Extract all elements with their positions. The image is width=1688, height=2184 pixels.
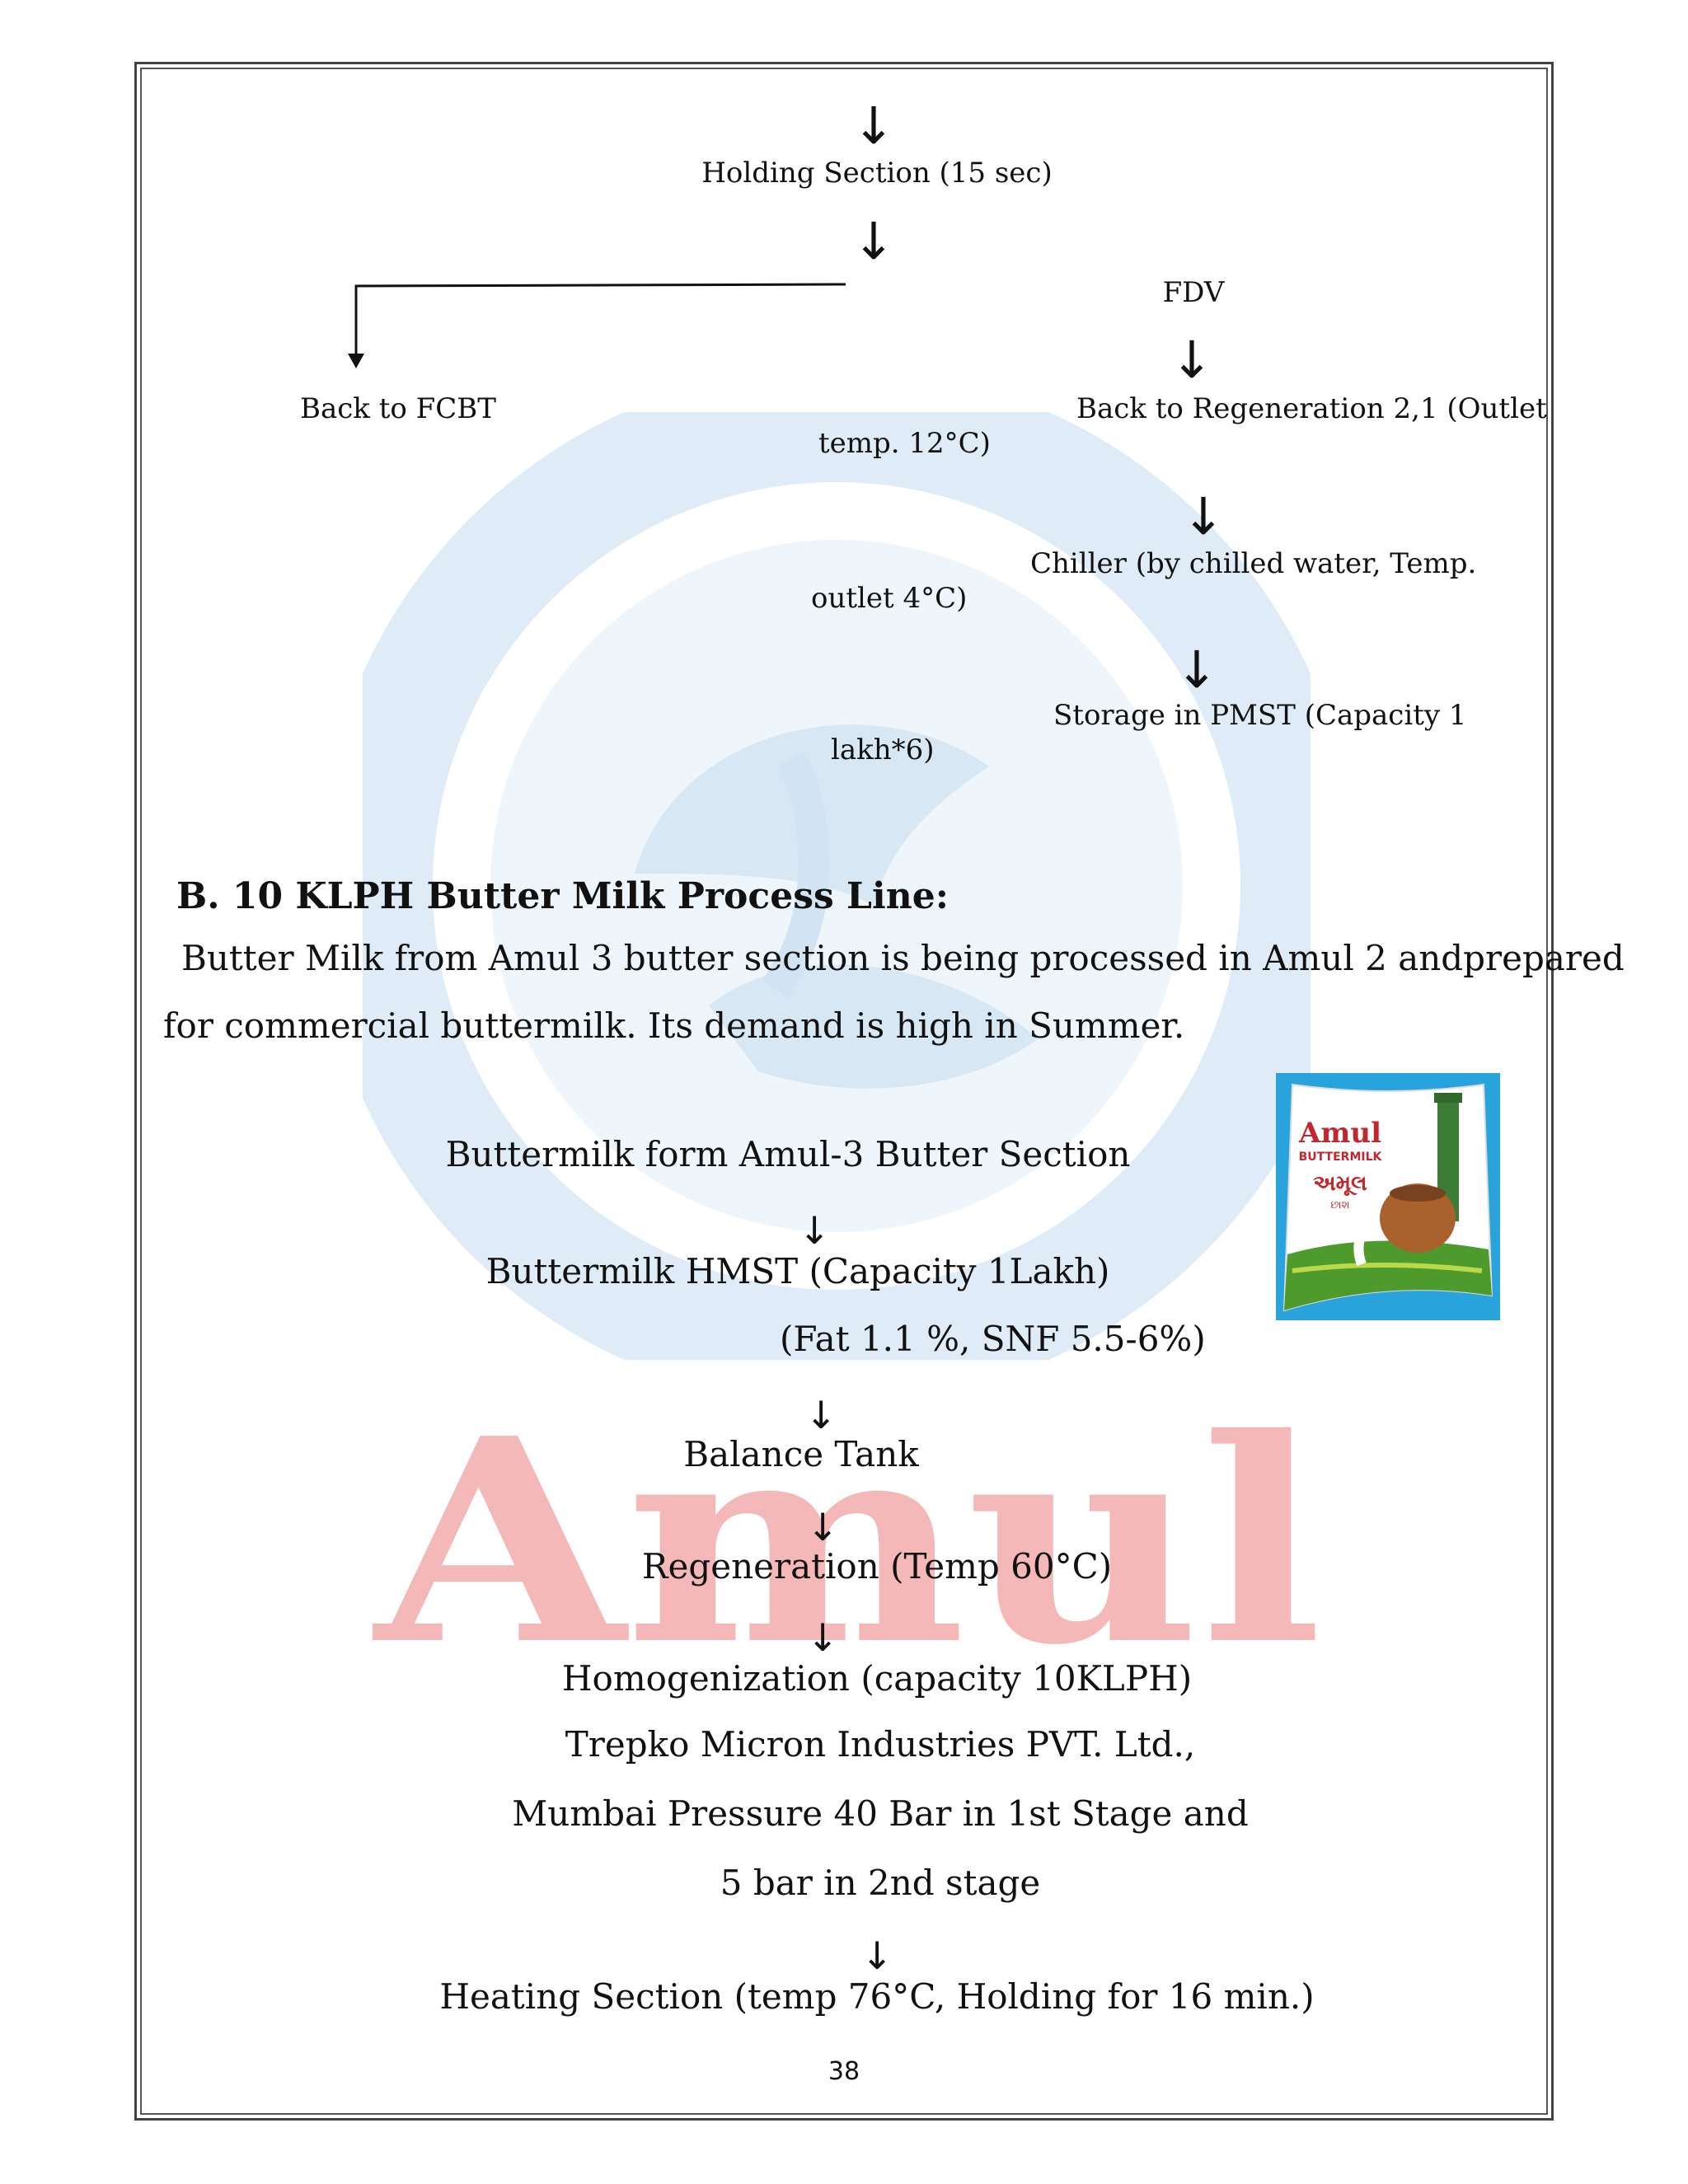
flow-back-to-fcbt: Back to FCBT [300, 392, 496, 425]
section-paragraph-line-2: for commercial buttermilk. Its demand is… [163, 992, 1184, 1060]
arrow-down-icon: ↓ [1182, 491, 1225, 542]
arrow-down-icon: ↓ [852, 101, 895, 152]
arrow-down-icon: ↓ [1170, 335, 1213, 386]
flow-step-hmst: Buttermilk HMST (Capacity 1Lakh) [486, 1251, 1110, 1291]
flow-step-hmst-detail: (Fat 1.1 %, SNF 5.5-6%) [780, 1319, 1206, 1359]
flow-step-regeneration: Regeneration (Temp 60°C) [642, 1546, 1112, 1586]
flow-back-to-regeneration: Back to Regeneration 2,1 (Outlet [1076, 392, 1547, 425]
flow-step-balance-tank: Balance Tank [683, 1434, 918, 1474]
pouch-gujarati-small: છાશ [1330, 1199, 1349, 1212]
pouch-brand: Amul [1298, 1117, 1381, 1150]
branch-connector-line [346, 276, 849, 371]
flow-fdv: FDV [1163, 276, 1225, 309]
pouch-label: BUTTERMILK [1299, 1151, 1383, 1164]
flow-chiller-cont: outlet 4°C) [811, 582, 967, 615]
arrow-down-icon: ↓ [807, 1619, 839, 1657]
flow-step-homogenization: Homogenization (capacity 10KLPH) [562, 1658, 1192, 1699]
arrow-down-icon: ↓ [861, 1937, 893, 1975]
arrow-down-icon: ↓ [807, 1508, 839, 1546]
section-heading: B. 10 KLPH Butter Milk Process Line: [176, 875, 949, 917]
flow-step-buttermilk-source: Buttermilk form Amul-3 Butter Section [446, 1134, 1131, 1174]
flow-step-heating-section: Heating Section (temp 76°C, Holding for … [439, 1976, 1314, 2017]
flow-storage-pmst: Storage in PMST (Capacity 1 [1053, 699, 1467, 732]
arrow-down-icon: ↓ [852, 216, 895, 267]
flow-holding-section: Holding Section (15 sec) [701, 157, 1052, 190]
flow-back-to-regeneration-cont: temp. 12°C) [818, 427, 991, 460]
page-number: 38 [828, 2057, 860, 2086]
arrow-down-icon: ↓ [799, 1212, 831, 1249]
flow-chiller: Chiller (by chilled water, Temp. [1030, 547, 1476, 580]
section-paragraph-line-1: Butter Milk from Amul 3 butter section i… [181, 925, 1625, 992]
flow-step-homogenization-stage2: 5 bar in 2nd stage [720, 1863, 1040, 1903]
flow-storage-pmst-cont: lakh*6) [831, 733, 935, 766]
arrow-down-icon: ↓ [805, 1396, 837, 1434]
arrow-down-icon: ↓ [1175, 644, 1218, 696]
flow-step-homogenization-pressure: Mumbai Pressure 40 Bar in 1st Stage and [512, 1793, 1248, 1834]
flow-step-homogenization-maker: Trepko Micron Industries PVT. Ltd., [565, 1724, 1195, 1765]
buttermilk-pouch-image: Amul BUTTERMILK અમૂલ છાશ [1276, 1073, 1500, 1320]
pouch-gujarati: અમૂલ [1313, 1171, 1367, 1196]
